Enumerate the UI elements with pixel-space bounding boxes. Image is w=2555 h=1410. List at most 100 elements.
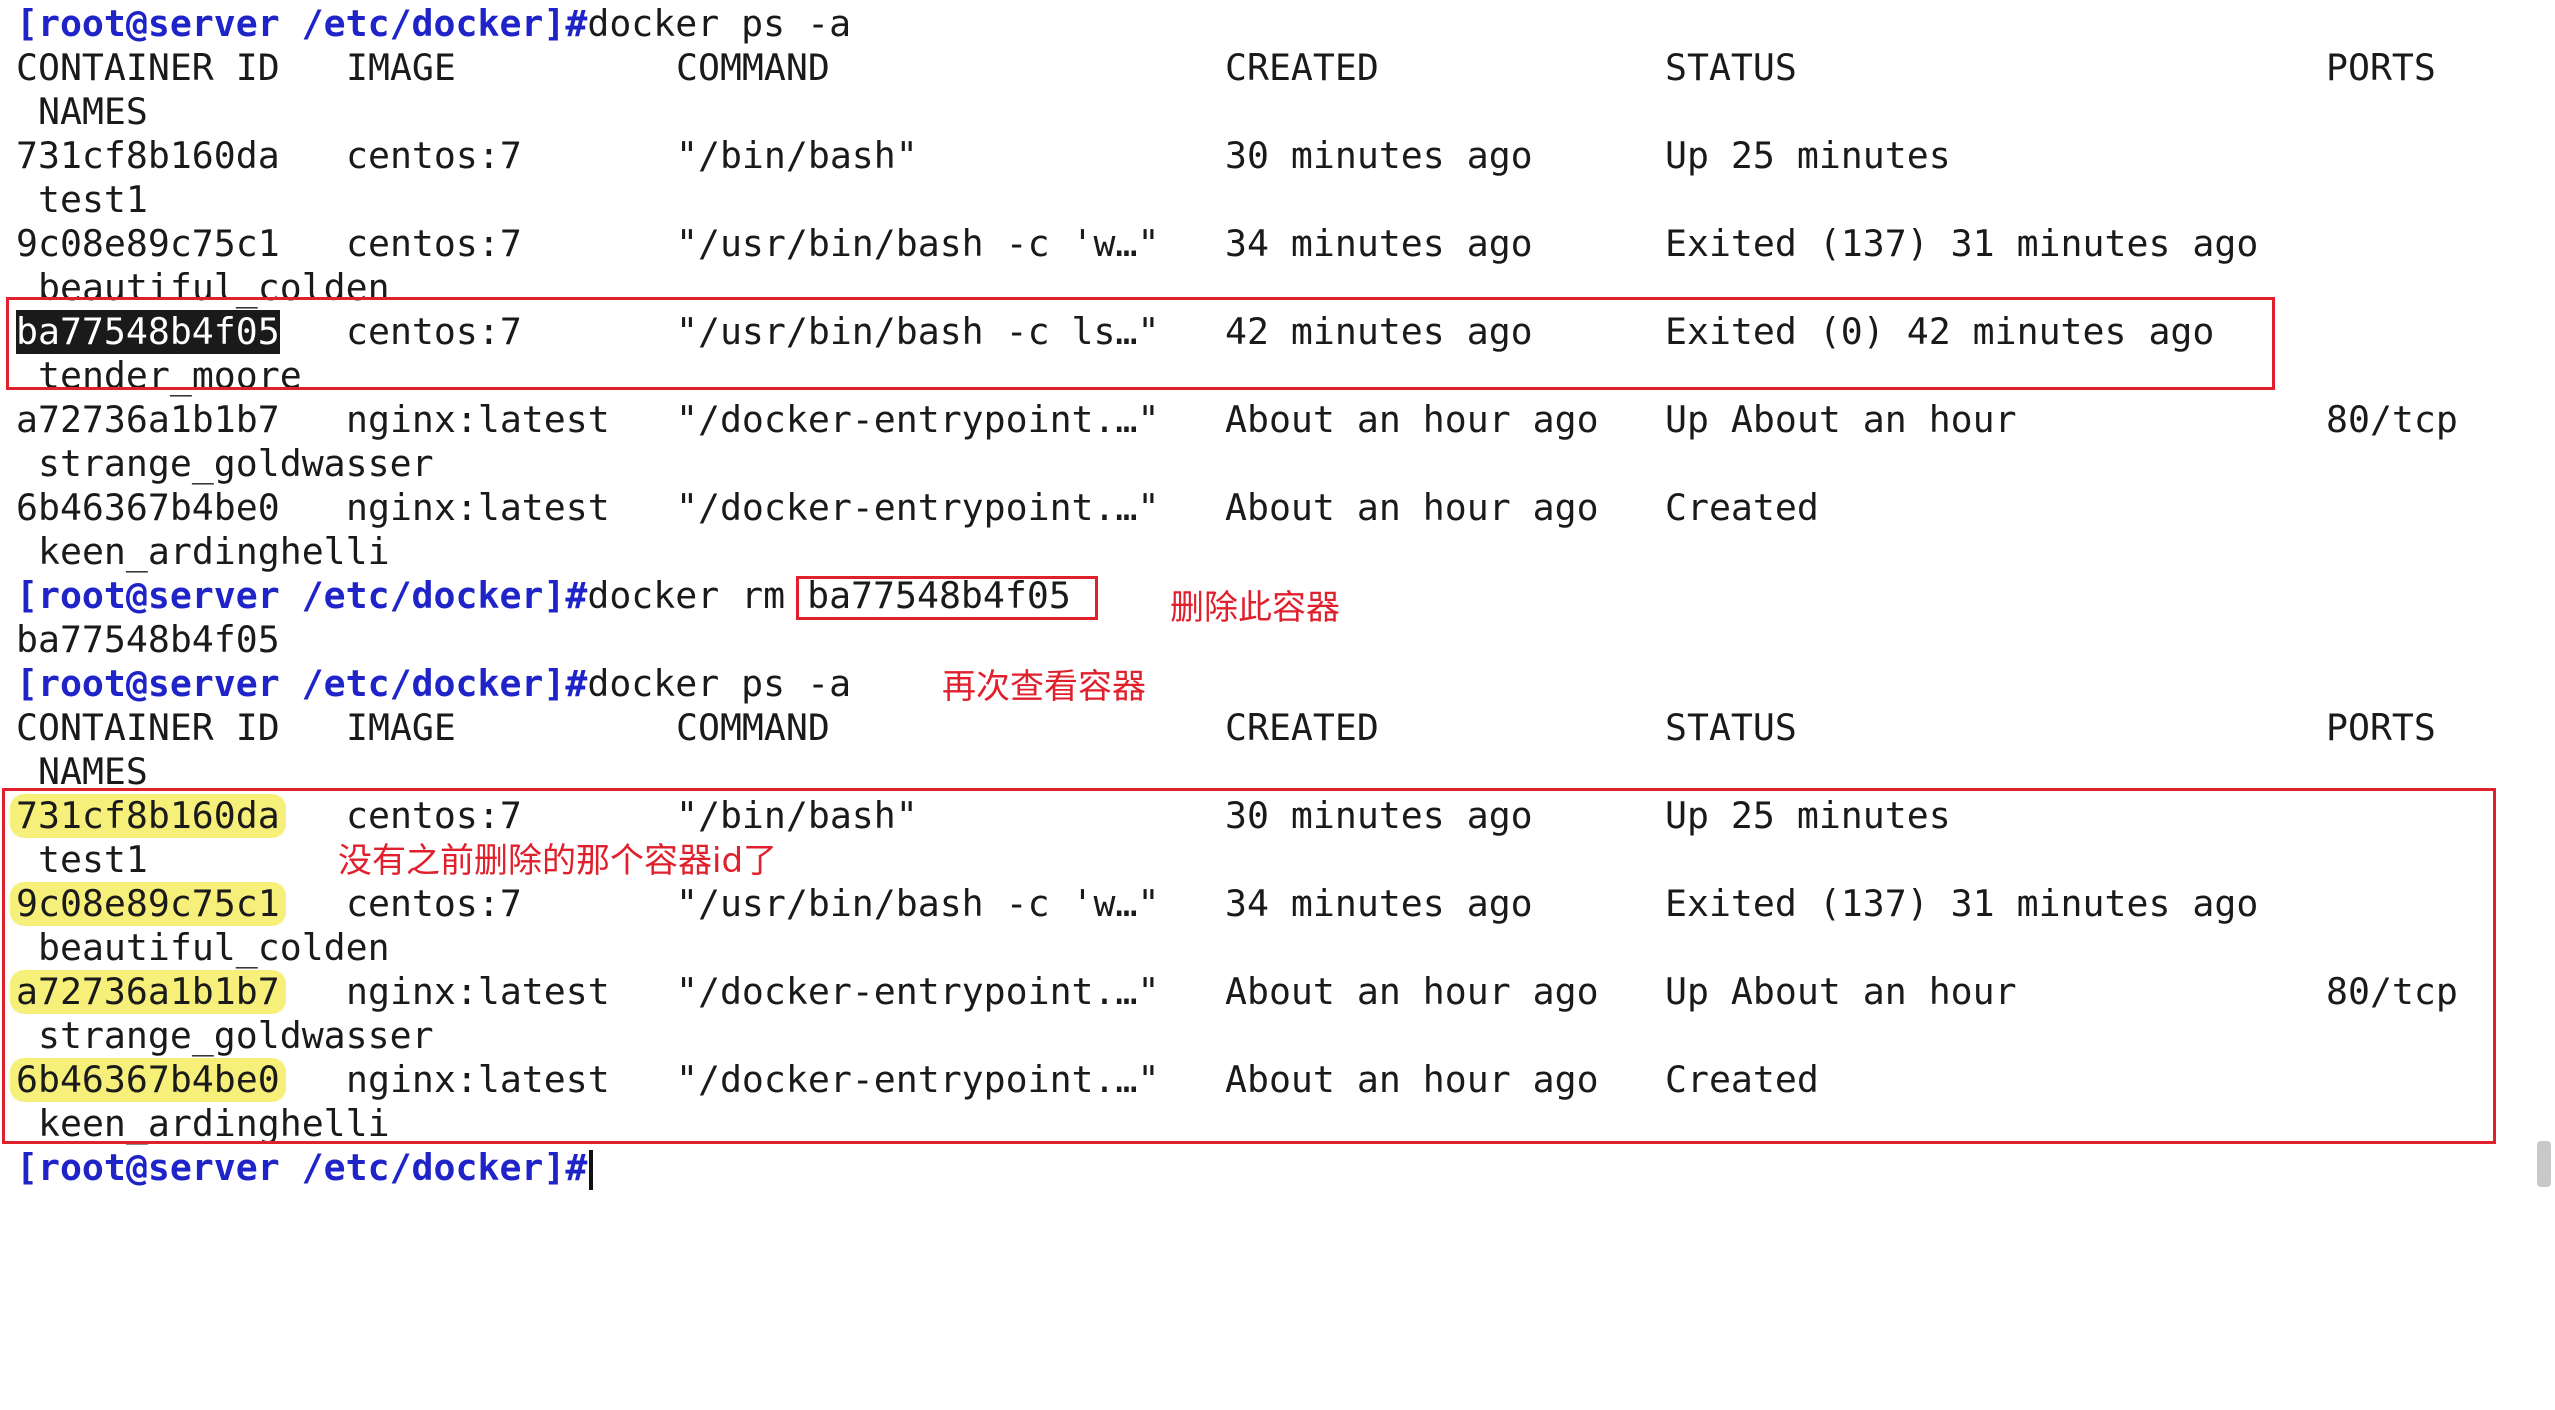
container-command: "/usr/bin/bash -c 'w…"	[676, 882, 1160, 925]
container-command: "/bin/bash"	[676, 794, 918, 837]
header-ports: PORTS	[2326, 706, 2436, 749]
container-image: nginx:latest	[346, 1058, 610, 1101]
container-image: nginx:latest	[346, 398, 610, 441]
command-line: [root@server /etc/docker]#docker ps -a	[16, 662, 851, 706]
container-name: test1	[38, 838, 148, 881]
container-id-highlighted: 731cf8b160da	[10, 794, 286, 838]
terminal-window[interactable]: [root@server /etc/docker]#docker ps -a C…	[0, 0, 2555, 1205]
command-text: docker ps -a	[587, 662, 852, 705]
shell-prompt: [root@server /etc/docker]#	[16, 574, 588, 617]
container-id: a72736a1b1b7	[16, 398, 280, 441]
annotation-box-result-table	[2, 788, 2496, 1144]
shell-prompt: [root@server /etc/docker]#	[16, 2, 588, 45]
rm-target-id: ba77548b4f05	[807, 574, 1071, 617]
container-status: Exited (0) 42 minutes ago	[1665, 310, 2215, 353]
table-row: a72736a1b1b7 nginx:latest "/docker-entry…	[10, 970, 2458, 1014]
header-image: IMAGE	[346, 46, 456, 89]
container-command: "/docker-entrypoint.…"	[676, 486, 1160, 529]
container-status: Exited (137) 31 minutes ago	[1665, 222, 2259, 265]
header-status: STATUS	[1665, 46, 1797, 89]
container-created: About an hour ago	[1225, 1058, 1599, 1101]
container-name: strange_goldwasser	[38, 1014, 434, 1057]
container-id: 9c08e89c75c1	[16, 222, 280, 265]
container-created: About an hour ago	[1225, 398, 1599, 441]
container-created: 30 minutes ago	[1225, 134, 1533, 177]
annotation-delete-note: 删除此容器	[1170, 588, 1340, 628]
container-ports: 80/tcp	[2326, 970, 2458, 1013]
table-row: 9c08e89c75c1 centos:7 "/usr/bin/bash -c …	[16, 222, 2258, 266]
container-ports: 80/tcp	[2326, 398, 2458, 441]
command-line: [root@server /etc/docker]#docker rm ba77…	[16, 574, 1071, 618]
container-command: "/bin/bash"	[676, 134, 918, 177]
container-command: "/usr/bin/bash -c ls…"	[676, 310, 1160, 353]
annotation-box-target-row	[6, 297, 2275, 390]
container-status: Created	[1665, 486, 1819, 529]
header-ports: PORTS	[2326, 46, 2436, 89]
table-header: CONTAINER ID IMAGE COMMAND CREATED STATU…	[16, 46, 2436, 90]
container-name: strange_goldwasser	[38, 442, 434, 485]
container-name: keen_ardinghelli	[38, 1102, 390, 1145]
container-command: "/docker-entrypoint.…"	[676, 398, 1160, 441]
command-line[interactable]: [root@server /etc/docker]#	[16, 1146, 594, 1190]
command-text: docker rm	[587, 574, 808, 617]
table-row: 731cf8b160da centos:7 "/bin/bash" 30 min…	[10, 794, 1951, 838]
header-command: COMMAND	[676, 46, 830, 89]
table-row: 9c08e89c75c1 centos:7 "/usr/bin/bash -c …	[10, 882, 2258, 926]
header-status: STATUS	[1665, 706, 1797, 749]
container-status: Up 25 minutes	[1665, 794, 1951, 837]
table-row: a72736a1b1b7 nginx:latest "/docker-entry…	[16, 398, 2458, 442]
table-header: CONTAINER ID IMAGE COMMAND CREATED STATU…	[16, 706, 2436, 750]
text-cursor	[589, 1149, 594, 1190]
header-container-id: CONTAINER ID	[16, 706, 280, 749]
container-status: Created	[1665, 1058, 1819, 1101]
container-image: centos:7	[346, 134, 522, 177]
container-created: 34 minutes ago	[1225, 222, 1533, 265]
container-id: 731cf8b160da	[16, 134, 280, 177]
container-name: beautiful_colden	[38, 926, 390, 969]
shell-prompt: [root@server /etc/docker]#	[16, 662, 588, 705]
container-id-selected[interactable]: ba77548b4f05	[16, 310, 280, 354]
container-image: nginx:latest	[346, 486, 610, 529]
header-created: CREATED	[1225, 706, 1379, 749]
container-name: test1	[38, 178, 148, 221]
command-text: docker ps -a	[587, 2, 852, 45]
shell-prompt: [root@server /etc/docker]#	[16, 1146, 588, 1189]
container-id-highlighted: 9c08e89c75c1	[10, 882, 286, 926]
container-status: Up About an hour	[1665, 398, 2017, 441]
container-image: nginx:latest	[346, 970, 610, 1013]
container-image: centos:7	[346, 222, 522, 265]
annotation-result-note: 没有之前删除的那个容器id了	[338, 841, 778, 881]
annotation-recheck-note: 再次查看容器	[942, 667, 1146, 707]
container-status: Up 25 minutes	[1665, 134, 1951, 177]
container-created: About an hour ago	[1225, 970, 1599, 1013]
scrollbar[interactable]	[2531, 0, 2555, 1205]
container-name: beautiful_colden	[38, 266, 390, 309]
table-row: 731cf8b160da centos:7 "/bin/bash" 30 min…	[16, 134, 1951, 178]
rm-output: ba77548b4f05	[16, 618, 280, 661]
container-id: 6b46367b4be0	[16, 486, 280, 529]
container-image: centos:7	[346, 794, 522, 837]
container-id-highlighted: 6b46367b4be0	[10, 1058, 286, 1102]
table-row: 6b46367b4be0 nginx:latest "/docker-entry…	[10, 1058, 1819, 1102]
table-row: 6b46367b4be0 nginx:latest "/docker-entry…	[16, 486, 1819, 530]
header-names: NAMES	[38, 90, 148, 133]
header-container-id: CONTAINER ID	[16, 46, 280, 89]
header-created: CREATED	[1225, 46, 1379, 89]
header-names: NAMES	[38, 750, 148, 793]
command-output: ba77548b4f05	[16, 618, 280, 662]
scrollbar-thumb[interactable]	[2537, 1141, 2551, 1187]
container-created: 34 minutes ago	[1225, 882, 1533, 925]
container-command: "/docker-entrypoint.…"	[676, 970, 1160, 1013]
container-created: About an hour ago	[1225, 486, 1599, 529]
container-command: "/usr/bin/bash -c 'w…"	[676, 222, 1160, 265]
command-line: [root@server /etc/docker]#docker ps -a	[16, 2, 851, 46]
container-status: Up About an hour	[1665, 970, 2017, 1013]
container-name: keen_ardinghelli	[38, 530, 390, 573]
container-created: 30 minutes ago	[1225, 794, 1533, 837]
container-id-highlighted: a72736a1b1b7	[10, 970, 286, 1014]
header-image: IMAGE	[346, 706, 456, 749]
container-status: Exited (137) 31 minutes ago	[1665, 882, 2259, 925]
container-image: centos:7	[346, 882, 522, 925]
container-command: "/docker-entrypoint.…"	[676, 1058, 1160, 1101]
container-created: 42 minutes ago	[1225, 310, 1533, 353]
